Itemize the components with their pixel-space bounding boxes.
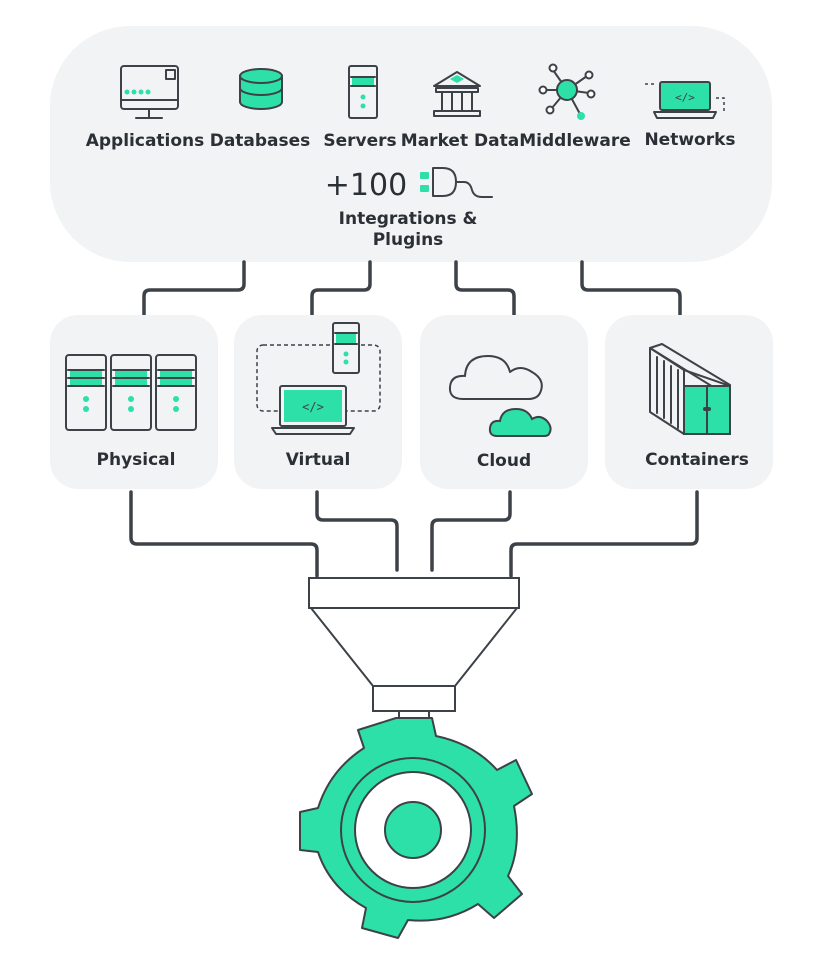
connector-bottom-4	[509, 490, 699, 578]
source-label-market-data: Market Data	[401, 131, 519, 151]
source-label-databases: Databases	[210, 131, 311, 151]
laptop-network-icon: </>	[645, 81, 725, 119]
integrations-count: +100	[325, 168, 407, 203]
connector-bottom-3	[430, 490, 512, 572]
env-label-physical: Physical	[97, 450, 176, 470]
connector-top-1	[142, 260, 246, 317]
connector-bottom-2	[315, 490, 399, 572]
env-label-cloud: Cloud	[477, 451, 531, 471]
monitor-icon	[120, 65, 179, 119]
network-hub-icon	[538, 63, 596, 120]
connector-top-2	[310, 260, 372, 317]
plug-icon	[420, 167, 493, 198]
env-card-cloud	[420, 315, 588, 489]
env-label-virtual: Virtual	[286, 450, 351, 470]
virtual-machine-icon: </>	[256, 322, 381, 435]
funnel-icon	[308, 577, 520, 745]
source-label-networks: Networks	[644, 130, 735, 150]
integrations-label-line2: Plugins	[373, 230, 444, 250]
database-icon	[239, 68, 283, 110]
sources-panel	[50, 26, 772, 262]
container-icon	[649, 343, 731, 435]
svg-text:</>: </>	[675, 91, 695, 104]
svg-text:</>: </>	[302, 400, 324, 414]
env-label-containers: Containers	[645, 450, 749, 470]
bank-icon	[433, 71, 481, 117]
connector-top-4	[580, 260, 682, 317]
gear-icon	[299, 717, 533, 939]
source-label-servers: Servers	[323, 131, 396, 151]
source-label-applications: Applications	[86, 131, 205, 151]
physical-servers-icon	[65, 354, 197, 431]
server-icon	[348, 65, 378, 119]
connector-bottom-1	[129, 490, 319, 578]
integrations-label-line1: Integrations &	[339, 209, 478, 229]
source-label-middleware: Middleware	[519, 131, 631, 151]
connector-top-3	[454, 260, 516, 317]
cloud-icon	[448, 355, 552, 437]
